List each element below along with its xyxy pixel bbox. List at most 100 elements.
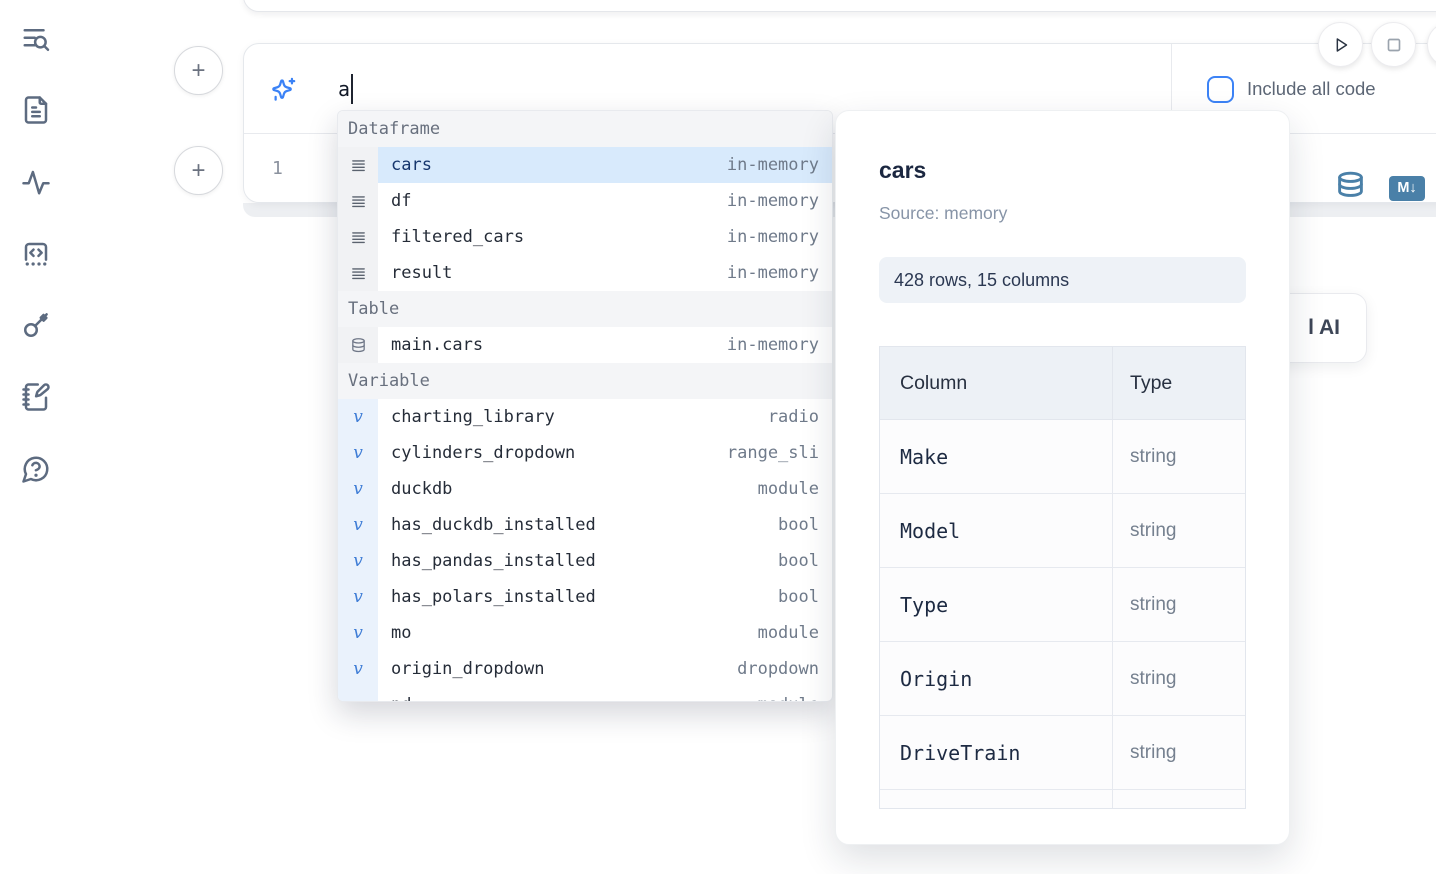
variable-icon: v (338, 579, 378, 615)
play-icon (1336, 37, 1347, 52)
item-type: module (757, 479, 819, 499)
item-name: duckdb (391, 479, 453, 499)
item-type: dropdown (737, 659, 819, 679)
item-name: result (391, 263, 453, 283)
database-icon (338, 327, 378, 363)
item-type: bool (778, 587, 819, 607)
item-name: mo (391, 623, 412, 643)
item-type: bool (778, 551, 819, 571)
popup-source: Source: memory (879, 203, 1008, 223)
popup-title: cars (879, 157, 927, 183)
item-name: has_polars_installed (391, 587, 596, 607)
dataframe-icon (338, 219, 378, 255)
snippets-icon[interactable] (20, 239, 52, 271)
variable-icon: v (338, 687, 378, 701)
include-all-code-label: Include all code (1247, 78, 1376, 99)
item-name: origin_dropdown (391, 659, 545, 679)
popup-shape-badge: 428 rows, 15 columns (879, 257, 1246, 303)
variable-icon: v (338, 543, 378, 579)
activity-icon[interactable] (20, 167, 52, 199)
stop-icon (1387, 38, 1400, 51)
dataframe-icon (338, 255, 378, 291)
item-name: pd (391, 695, 411, 701)
item-type: in-memory (726, 335, 819, 355)
item-type: radio (767, 407, 819, 427)
item-name: has_duckdb_installed (391, 515, 596, 535)
database-action-icon[interactable] (1336, 171, 1365, 203)
column-type: string (1130, 668, 1177, 689)
item-name: cylinders_dropdown (391, 443, 576, 463)
autocomplete-item[interactable]: filtered_cars in-memory (338, 219, 832, 255)
column-type: string (1130, 446, 1177, 467)
key-icon[interactable] (20, 310, 52, 342)
variable-icon: v (338, 507, 378, 543)
table-header-row: Column Type (880, 347, 1245, 420)
column-name: Model (880, 494, 1113, 567)
autocomplete-item[interactable]: df in-memory (338, 183, 832, 219)
autocomplete-item[interactable]: v has_polars_installed bool (338, 579, 832, 615)
toc-search-icon[interactable] (20, 24, 52, 56)
item-type: in-memory (726, 191, 819, 211)
dataframe-popup: cars Source: memory 428 rows, 15 columns… (835, 110, 1290, 845)
add-cell-below-button[interactable]: + (174, 146, 223, 195)
autocomplete-item[interactable]: v has_duckdb_installed bool (338, 507, 832, 543)
table-row: Model string (880, 494, 1245, 568)
item-name: has_pandas_installed (391, 551, 596, 571)
run-cell-button[interactable] (1318, 22, 1363, 67)
stop-cell-button[interactable] (1371, 22, 1416, 67)
item-name: cars (391, 155, 432, 175)
item-type: bool (778, 515, 819, 535)
column-name: Make (880, 420, 1113, 493)
item-name: filtered_cars (391, 227, 525, 247)
autocomplete-section-header: Table (338, 291, 832, 327)
scratchpad-icon[interactable] (20, 382, 52, 414)
autocomplete-item[interactable]: v pd module (338, 687, 832, 701)
add-cell-above-button[interactable]: + (174, 46, 223, 95)
include-all-code-checkbox[interactable] (1207, 76, 1234, 103)
item-type: in-memory (726, 227, 819, 247)
item-type: module (746, 695, 819, 701)
autocomplete-item[interactable]: v origin_dropdown dropdown (338, 651, 832, 687)
sparkles-icon (270, 76, 297, 103)
autocomplete-item[interactable]: result in-memory (338, 255, 832, 291)
column-header: Column (880, 347, 1113, 419)
variable-icon: v (338, 471, 378, 507)
item-type: in-memory (726, 263, 819, 283)
autocomplete-item[interactable]: v has_pandas_installed bool (338, 543, 832, 579)
ai-prompt-input[interactable]: a (338, 44, 354, 134)
item-name: charting_library (391, 407, 555, 427)
previous-cell-edge (243, 0, 1436, 12)
variable-icon: v (338, 399, 378, 435)
code-editor-row[interactable]: 1 (244, 134, 1436, 203)
sidebar (0, 0, 72, 874)
item-name: df (391, 191, 412, 211)
column-name: Type (880, 568, 1113, 641)
column-type: string (1130, 520, 1177, 541)
item-type: module (757, 623, 819, 643)
file-icon[interactable] (20, 95, 52, 127)
variable-icon: v (338, 651, 378, 687)
column-type: string (1130, 742, 1177, 763)
item-type: range_sli (726, 443, 819, 463)
column-type (1113, 790, 1245, 808)
markdown-convert-icon[interactable]: M↓ (1389, 176, 1425, 201)
table-row (880, 790, 1245, 808)
dataframe-icon (338, 147, 378, 183)
ai-options: Include all code (1171, 44, 1436, 133)
autocomplete-item[interactable]: v charting_library radio (338, 399, 832, 435)
type-header: Type (1130, 372, 1173, 394)
column-type: string (1130, 594, 1177, 615)
line-number: 1 (272, 158, 283, 179)
help-chat-icon[interactable] (20, 454, 52, 486)
text-caret (351, 73, 354, 104)
autocomplete-section-header: Dataframe (338, 111, 832, 147)
